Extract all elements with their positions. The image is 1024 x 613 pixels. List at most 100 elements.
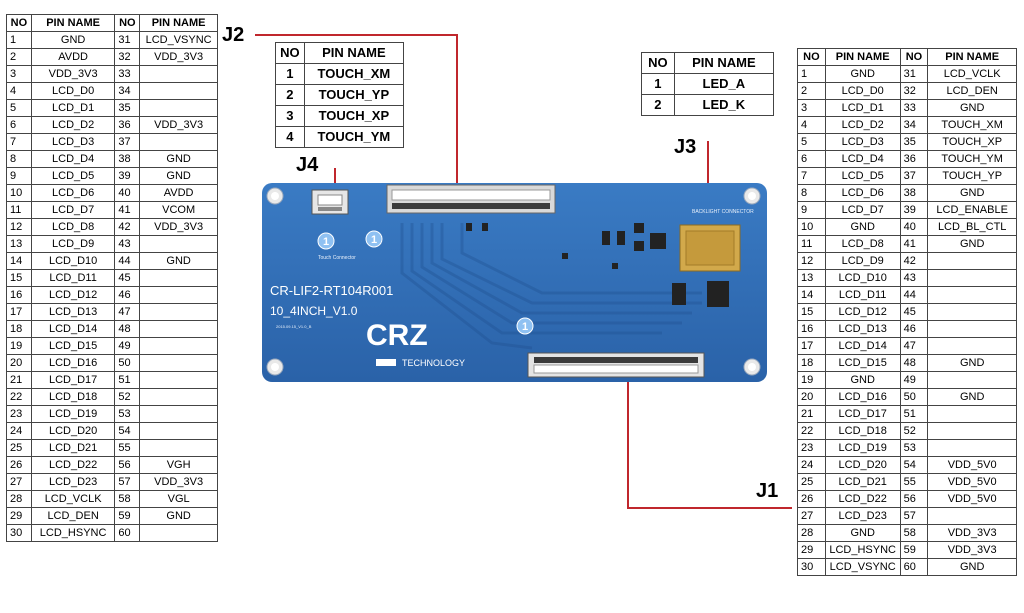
pin-number-cell: 59 <box>899 541 929 559</box>
pin-name-cell: LCD_DEN <box>927 82 1017 100</box>
pin-name-cell: LCD_D6 <box>30 184 116 202</box>
pin-name-cell <box>927 507 1017 525</box>
pin-number-cell: 7 <box>6 133 32 151</box>
pin-number-cell: 26 <box>6 456 32 474</box>
table-header-row: NO PIN NAME NO PIN NAME <box>797 48 1017 66</box>
pin-number-cell: 46 <box>899 320 929 338</box>
header-pin-name: PIN NAME <box>303 42 405 64</box>
pin-name-cell: VDD_3V3 <box>927 541 1017 559</box>
pin-number-cell: 57 <box>114 473 141 491</box>
pin-number-cell: 17 <box>6 303 32 321</box>
pin-name-cell: LCD_D13 <box>30 303 116 321</box>
pin-name-cell: GND <box>139 167 218 185</box>
pin-name-cell: LCD_D2 <box>824 116 901 134</box>
board-traces <box>400 223 702 350</box>
pin-number-cell: 52 <box>114 388 141 406</box>
pin-number-cell: 10 <box>6 184 32 202</box>
pin-number-cell: 13 <box>6 235 32 253</box>
pin-number-cell: 26 <box>797 490 826 508</box>
pin-number-cell: 19 <box>6 337 32 355</box>
pin-name-cell: GND <box>824 371 901 389</box>
pin-number-cell: 54 <box>899 456 929 474</box>
j2-callout-line <box>456 34 458 194</box>
pin-number-cell: 12 <box>797 252 826 270</box>
header-no: NO <box>899 48 929 66</box>
j4-touch-connector <box>311 189 349 215</box>
pin-name-cell: LCD_D10 <box>824 269 901 287</box>
pin-number-cell: 39 <box>899 201 929 219</box>
pin-number-cell: 28 <box>797 524 826 542</box>
pin-name-cell <box>139 337 218 355</box>
pin-name-cell <box>139 65 218 83</box>
pin-name-cell: GND <box>927 99 1017 117</box>
pin-name-cell <box>927 269 1017 287</box>
pin-name-cell <box>139 405 218 423</box>
pin-name-cell: TOUCH_XM <box>927 116 1017 134</box>
pin-number-cell: 40 <box>899 218 929 236</box>
pin-number-cell: 33 <box>899 99 929 117</box>
pin-number-cell: 15 <box>797 303 826 321</box>
pin-number-cell: 16 <box>6 286 32 304</box>
company-name-text: TECHNOLOGY <box>402 358 465 368</box>
pin-name-cell: LCD_D7 <box>824 201 901 219</box>
pin-number-cell: 21 <box>6 371 32 389</box>
pin-number-cell: 20 <box>797 388 826 406</box>
pin-name-cell: GND <box>139 150 218 168</box>
pin-number-cell: 3 <box>6 65 32 83</box>
pin-number-cell: 42 <box>899 252 929 270</box>
pin-name-cell <box>139 269 218 287</box>
pin-name-cell: LCD_D17 <box>30 371 116 389</box>
pin-name-cell: VDD_5V0 <box>927 456 1017 474</box>
pin-name-cell: LCD_ENABLE <box>927 201 1017 219</box>
header-pin-name: PIN NAME <box>139 14 218 32</box>
pin-name-cell: LCD_D18 <box>30 388 116 406</box>
pin-name-cell <box>927 252 1017 270</box>
pin-number-cell: 38 <box>899 184 929 202</box>
pin-number-cell: 2 <box>641 94 675 116</box>
pin-number-cell: 45 <box>899 303 929 321</box>
pin-name-cell: LCD_D11 <box>824 286 901 304</box>
pin-name-cell: GND <box>824 218 901 236</box>
pin-name-cell: LCD_D14 <box>824 337 901 355</box>
pin-name-cell: LCD_D1 <box>824 99 901 117</box>
pin-name-cell: VDD_3V3 <box>139 473 218 491</box>
pin-name-cell: TOUCH_XP <box>927 133 1017 151</box>
pin-number-cell: 1 <box>797 65 826 83</box>
pin-name-cell: LCD_D1 <box>30 99 116 117</box>
pin-name-cell <box>927 320 1017 338</box>
pin1-marker-label: 1 <box>323 236 329 248</box>
pin-number-cell: 33 <box>114 65 141 83</box>
pin-number-cell: 2 <box>797 82 826 100</box>
pin-number-cell: 16 <box>797 320 826 338</box>
pin-name-cell <box>139 439 218 457</box>
pin-number-cell: 41 <box>899 235 929 253</box>
pin-number-cell: 56 <box>114 456 141 474</box>
pin-number-cell: 45 <box>114 269 141 287</box>
pin-number-cell: 44 <box>114 252 141 270</box>
pin-name-cell: LCD_D23 <box>824 507 901 525</box>
table-header-row: NO PIN NAME <box>641 52 775 74</box>
pin-number-cell: 31 <box>114 31 141 49</box>
pin-name-cell: VGH <box>139 456 218 474</box>
pin-name-cell: GND <box>927 558 1017 576</box>
pin-name-cell: LCD_D2 <box>30 116 116 134</box>
pin-number-cell: 23 <box>797 439 826 457</box>
pin-number-cell: 28 <box>6 490 32 508</box>
pin-name-cell: LCD_D22 <box>30 456 116 474</box>
pin-number-cell: 34 <box>899 116 929 134</box>
pin-name-cell: VDD_3V3 <box>927 524 1017 542</box>
pin-number-cell: 12 <box>6 218 32 236</box>
pin-name-cell: LCD_D21 <box>30 439 116 457</box>
pin-name-cell: LCD_VCLK <box>927 65 1017 83</box>
